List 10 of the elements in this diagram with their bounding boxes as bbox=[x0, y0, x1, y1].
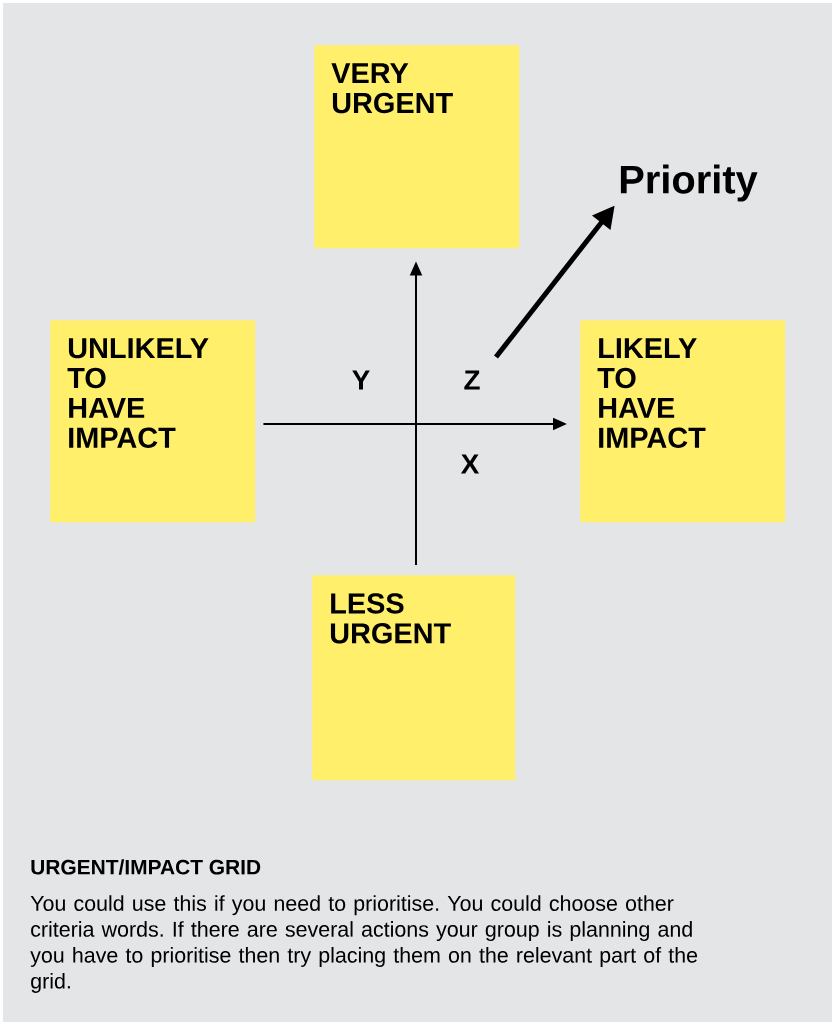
sticky-note: VERY URGENT bbox=[314, 45, 520, 249]
axis-letter: Z bbox=[464, 370, 480, 390]
sticky-note: UNLIKELY TO HAVE IMPACT bbox=[50, 320, 256, 523]
heading: URGENT/IMPACT GRID bbox=[31, 859, 261, 875]
caption: You could use this if you need to prioritise. You could choose other criteria words. If there are several actions your group is planning and you have to prioritise then try placing them on the relevant part of the grid. bbox=[30, 895, 698, 993]
sticky-note: LESS URGENT bbox=[312, 575, 516, 781]
axis-letter: X bbox=[460, 454, 480, 474]
priority-label: Priority bbox=[620, 164, 758, 202]
axis-letter: Y bbox=[352, 370, 370, 390]
sticky-note: LIKELY TO HAVE IMPACT bbox=[580, 320, 786, 523]
